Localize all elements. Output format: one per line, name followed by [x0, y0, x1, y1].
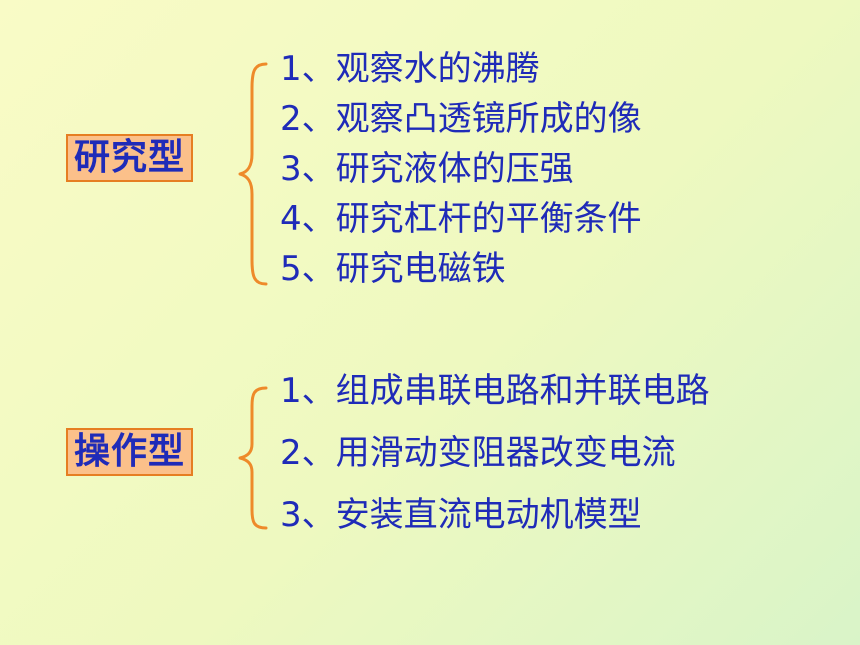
item-text: 观察水的沸腾: [335, 49, 540, 89]
list-item: 1、组成串联电路和并联电路: [280, 366, 710, 428]
item-number: 3、: [280, 495, 336, 535]
research-item-list: 1、观察水的沸腾 2、观察凸透镜所成的像 3、研究液体的压强 4、研究杠杆的平衡…: [280, 44, 642, 294]
list-item: 1、观察水的沸腾: [280, 44, 642, 94]
item-number: 2、: [280, 433, 336, 473]
item-number: 3、: [280, 149, 336, 189]
list-item: 5、研究电磁铁: [280, 244, 642, 294]
item-text: 用滑动变阻器改变电流: [335, 433, 676, 473]
label-research-type: 研究型: [66, 134, 194, 182]
label-operation-type: 操作型: [66, 428, 194, 476]
list-item: 3、安装直流电动机模型: [280, 490, 710, 552]
item-text: 观察凸透镜所成的像: [335, 99, 642, 139]
operation-item-list: 1、组成串联电路和并联电路 2、用滑动变阻器改变电流 3、安装直流电动机模型: [280, 366, 710, 552]
item-text: 研究电磁铁: [335, 249, 506, 289]
list-item: 4、研究杠杆的平衡条件: [280, 194, 642, 244]
list-item: 2、用滑动变阻器改变电流: [280, 428, 710, 490]
brace-left-icon: [238, 386, 268, 530]
brace-left-icon: [238, 62, 268, 286]
item-number: 1、: [280, 49, 336, 89]
item-text: 研究液体的压强: [335, 149, 574, 189]
list-item: 2、观察凸透镜所成的像: [280, 94, 642, 144]
list-item: 3、研究液体的压强: [280, 144, 642, 194]
item-number: 4、: [280, 199, 336, 239]
item-number: 1、: [280, 371, 336, 411]
item-text: 组成串联电路和并联电路: [335, 371, 710, 411]
item-number: 5、: [280, 249, 336, 289]
item-text: 研究杠杆的平衡条件: [335, 199, 642, 239]
item-text: 安装直流电动机模型: [335, 495, 642, 535]
item-number: 2、: [280, 99, 336, 139]
